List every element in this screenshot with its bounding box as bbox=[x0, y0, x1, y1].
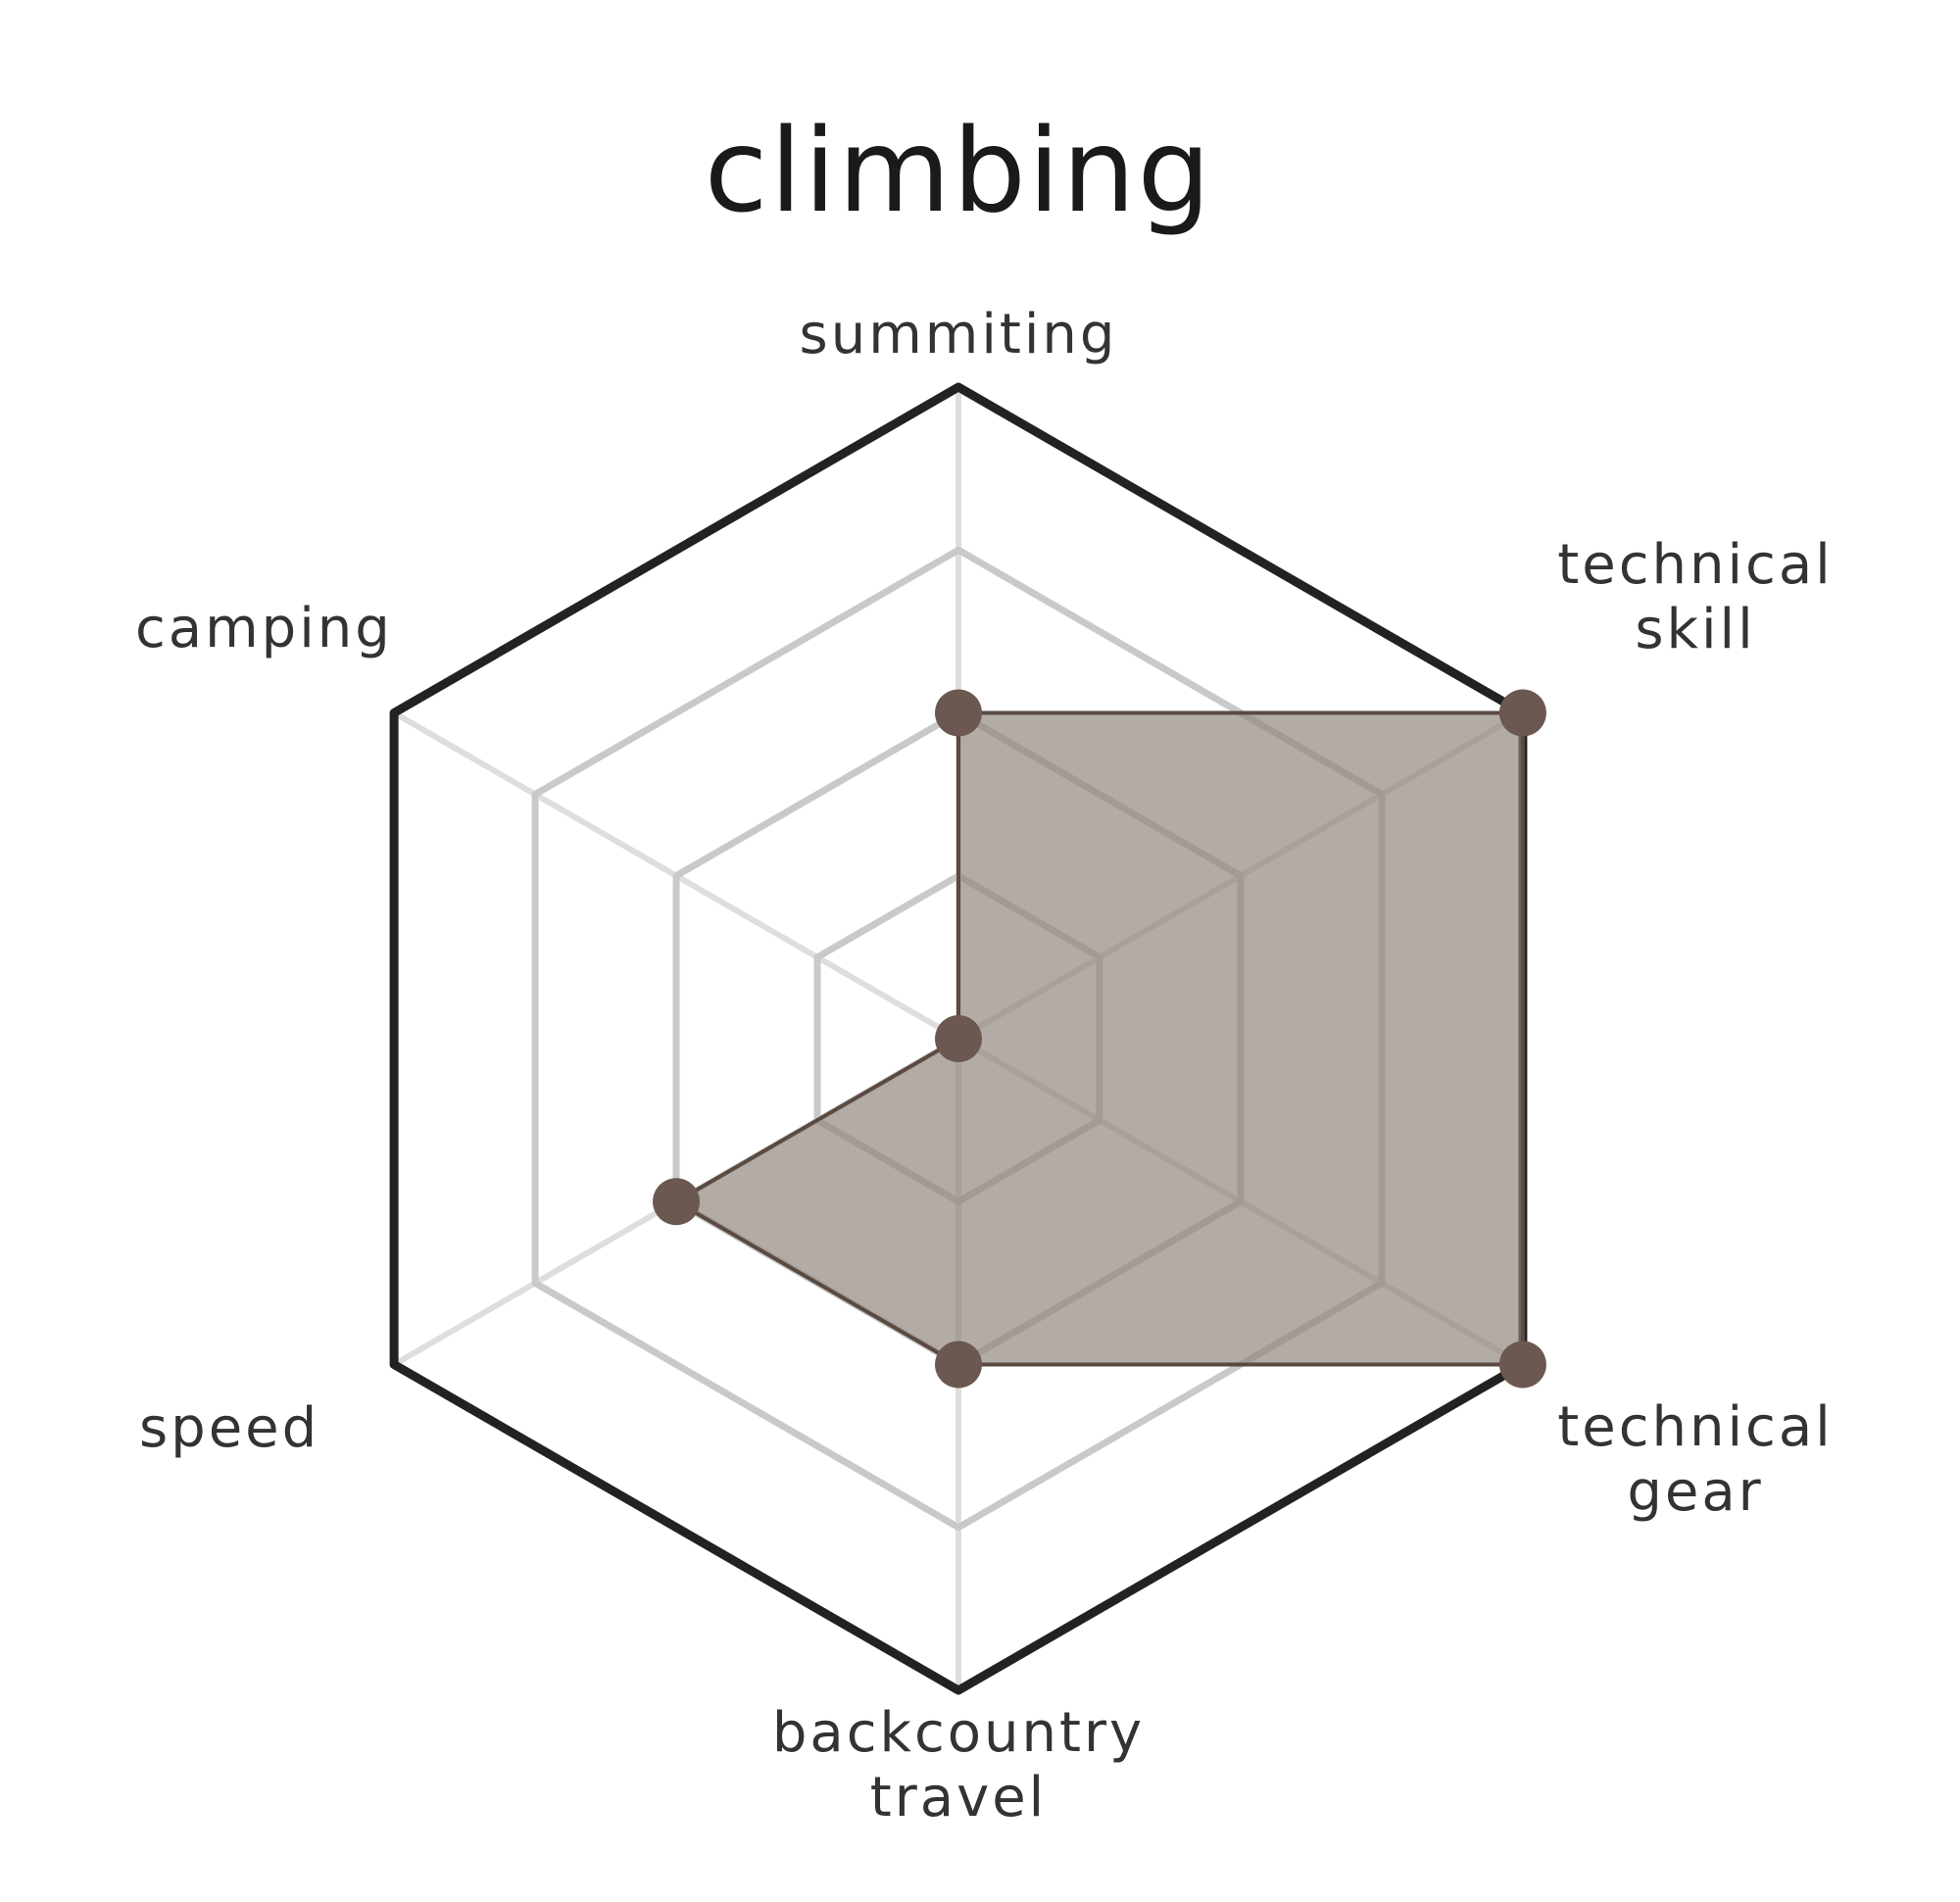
radar-data-point bbox=[935, 1015, 982, 1062]
axis-label-line: backcountry bbox=[772, 1701, 1145, 1765]
axis-label-line: speed bbox=[139, 1396, 319, 1460]
axis-label-line: technical bbox=[1557, 1395, 1833, 1459]
axis-label: summiting bbox=[800, 303, 1118, 366]
axis-label-line: gear bbox=[1627, 1460, 1763, 1524]
radar-data-area bbox=[674, 710, 1525, 1367]
axis-label-line: summiting bbox=[800, 303, 1118, 366]
chart-title: climbing bbox=[705, 103, 1213, 238]
radar-series bbox=[653, 689, 1546, 1389]
radar-data-point bbox=[935, 689, 982, 737]
axis-label: camping bbox=[135, 597, 393, 660]
axis-label: speed bbox=[139, 1396, 319, 1460]
radar-data-point bbox=[653, 1178, 701, 1226]
axis-label-line: camping bbox=[135, 597, 393, 660]
radar-data-point bbox=[1498, 1341, 1546, 1389]
axis-label-line: skill bbox=[1635, 598, 1755, 661]
axis-label-line: technical bbox=[1557, 533, 1833, 597]
radar-data-point bbox=[935, 1341, 982, 1389]
axis-label-line: travel bbox=[870, 1766, 1047, 1829]
radar-data-point bbox=[1498, 689, 1546, 737]
